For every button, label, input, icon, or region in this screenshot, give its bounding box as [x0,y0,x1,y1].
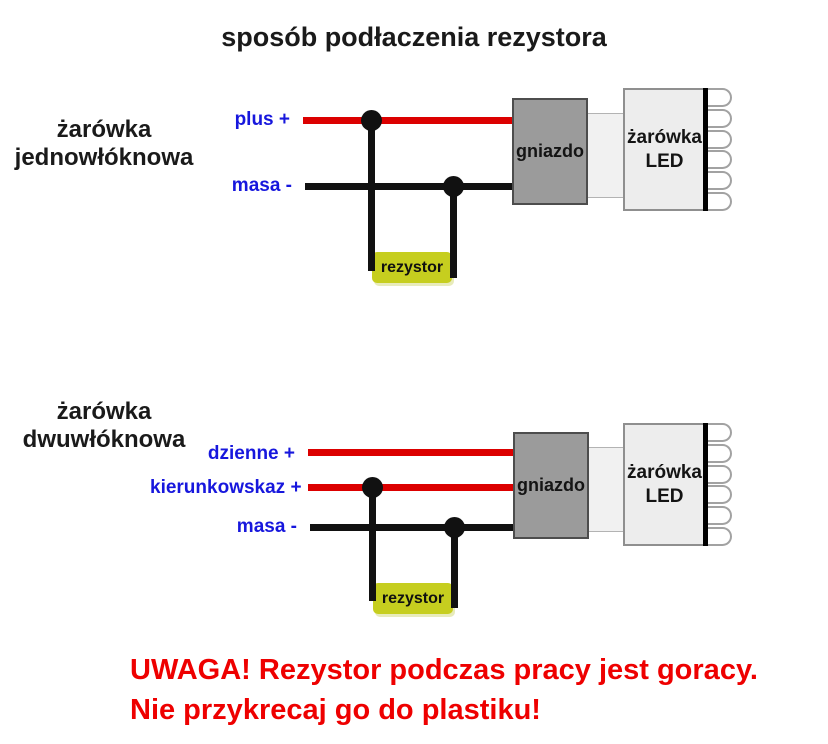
led-element-bump [706,88,732,107]
resistor-tap-wire-left [368,120,375,271]
bulb-type-label-single: żarówka jednowłóknowa [0,116,208,172]
led-element-bumps [706,423,732,546]
socket-label: gniazdo [516,141,584,161]
page-title: sposób podłaczenia rezystora [221,22,607,52]
socket-bulb-connector [587,113,626,198]
bulb-type-label-line2: jednowłóknowa [14,144,194,171]
led-element-bump [706,485,732,505]
masa-wire [310,524,513,531]
resistor-tap-wire-left [369,487,376,601]
resistor-label: rezystor [381,589,445,607]
led-element-bump [706,526,732,546]
resistor-tap-wire-right [451,527,458,608]
led-bulb-label-line2: LED [645,485,684,507]
led-element-bump [706,129,732,149]
resistor-box: rezystor [373,583,453,614]
led-element-bump [706,108,732,128]
led-bulb-body: żarówka LED [623,423,706,546]
junction-dot-plus [361,110,382,131]
masa-wire [305,183,512,190]
socket-box: gniazdo [512,98,588,205]
warning-text: UWAGA! Rezystor podczas pracy jest gorac… [130,650,758,730]
wire-label-plus: plus + [234,109,290,130]
warning-text-line1: UWAGA! Rezystor podczas pracy jest gorac… [130,654,758,686]
led-element-bump [706,171,732,191]
socket-label: gniazdo [517,475,585,495]
led-bulb-label-line2: LED [645,150,684,172]
led-bulb-base-line [703,88,708,211]
led-bulb-base-line [703,423,708,546]
wire-label-kierunkowskaz: kierunkowskaz + [150,477,302,498]
bulb-type-label-line2: dwuwłóknowa [22,426,186,453]
kierunkowskaz-wire [308,484,513,491]
resistor-box: rezystor [372,252,452,283]
led-element-bump [706,506,732,526]
bulb-type-label-line1: żarówka [56,116,152,143]
bulb-type-label-line1: żarówka [56,398,152,425]
led-element-bump [706,150,732,170]
led-bulb-label-line1: żarówka [627,126,702,148]
led-bulb-body: żarówka LED [623,88,706,211]
led-element-bump [706,464,732,484]
led-bulb-label-line1: żarówka [627,461,702,483]
wire-label-dzienne: dzienne + [207,443,295,464]
junction-dot-kierunkowskaz [362,477,383,498]
resistor-label: rezystor [380,258,444,276]
led-element-bump [706,191,732,211]
led-element-bump [706,423,732,442]
junction-dot-masa [443,176,464,197]
warning-text-line2: Nie przykrecaj go do plastiku! [130,694,541,726]
led-element-bump [706,443,732,463]
led-element-bumps [706,88,732,211]
resistor-tap-wire-right [450,186,457,278]
bulb-type-label-dual: żarówka dwuwłóknowa [0,398,208,454]
socket-box: gniazdo [513,432,589,539]
wire-label-masa: masa - [231,175,292,196]
wire-label-masa: masa - [236,516,297,537]
plus-wire [303,117,512,124]
junction-dot-masa [444,517,465,538]
socket-bulb-connector [588,447,627,532]
dzienne-wire [308,449,513,456]
